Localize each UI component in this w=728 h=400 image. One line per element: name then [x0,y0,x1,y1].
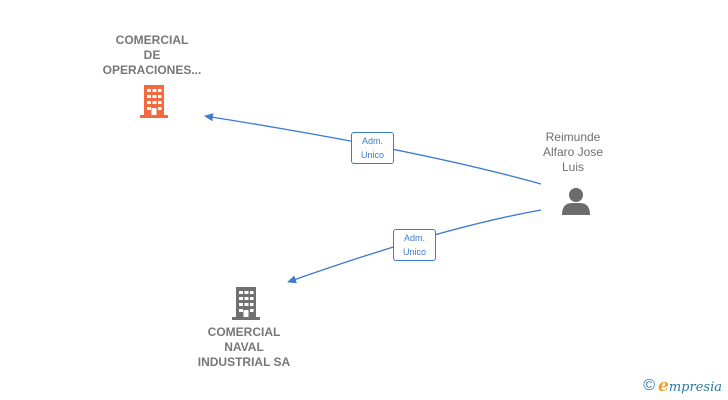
company-bottom-label[interactable]: COMERCIAL NAVAL INDUSTRIAL SA [184,325,304,370]
company-bottom-name-line: INDUSTRIAL SA [197,355,291,369]
edge-label-line: Adm. [361,136,383,146]
edge-label-line: Adm. [403,233,425,243]
company-bottom-name-line: COMERCIAL [207,325,281,339]
building-icon[interactable] [230,286,262,325]
edge-label-line: Unico [360,150,384,160]
brand-watermark: © empresia [643,376,722,396]
company-top-label[interactable]: COMERCIAL DE OPERACIONES... [92,33,212,78]
person-label[interactable]: Reimunde Alfaro Jose Luis [523,130,623,175]
person-name-line: Reimunde [545,130,601,144]
person-name-line: Luis [561,160,584,174]
edge-label-top[interactable]: Adm. Unico [351,132,394,164]
copyright-icon: © [643,377,656,394]
edge-label-line: Unico [402,247,426,257]
company-bottom-name-line: NAVAL [224,340,264,354]
company-top-name-line: COMERCIAL [115,33,189,47]
person-icon[interactable] [561,186,591,221]
person-name-line: Alfaro Jose [542,145,604,159]
brand-logo: empresia [658,376,722,396]
building-icon[interactable] [138,84,170,123]
company-top-name-line: OPERACIONES... [102,63,202,77]
edge-person-to-company-top[interactable] [204,113,542,185]
edge-label-bottom[interactable]: Adm. Unico [393,229,436,261]
company-top-name-line: DE [143,48,161,62]
